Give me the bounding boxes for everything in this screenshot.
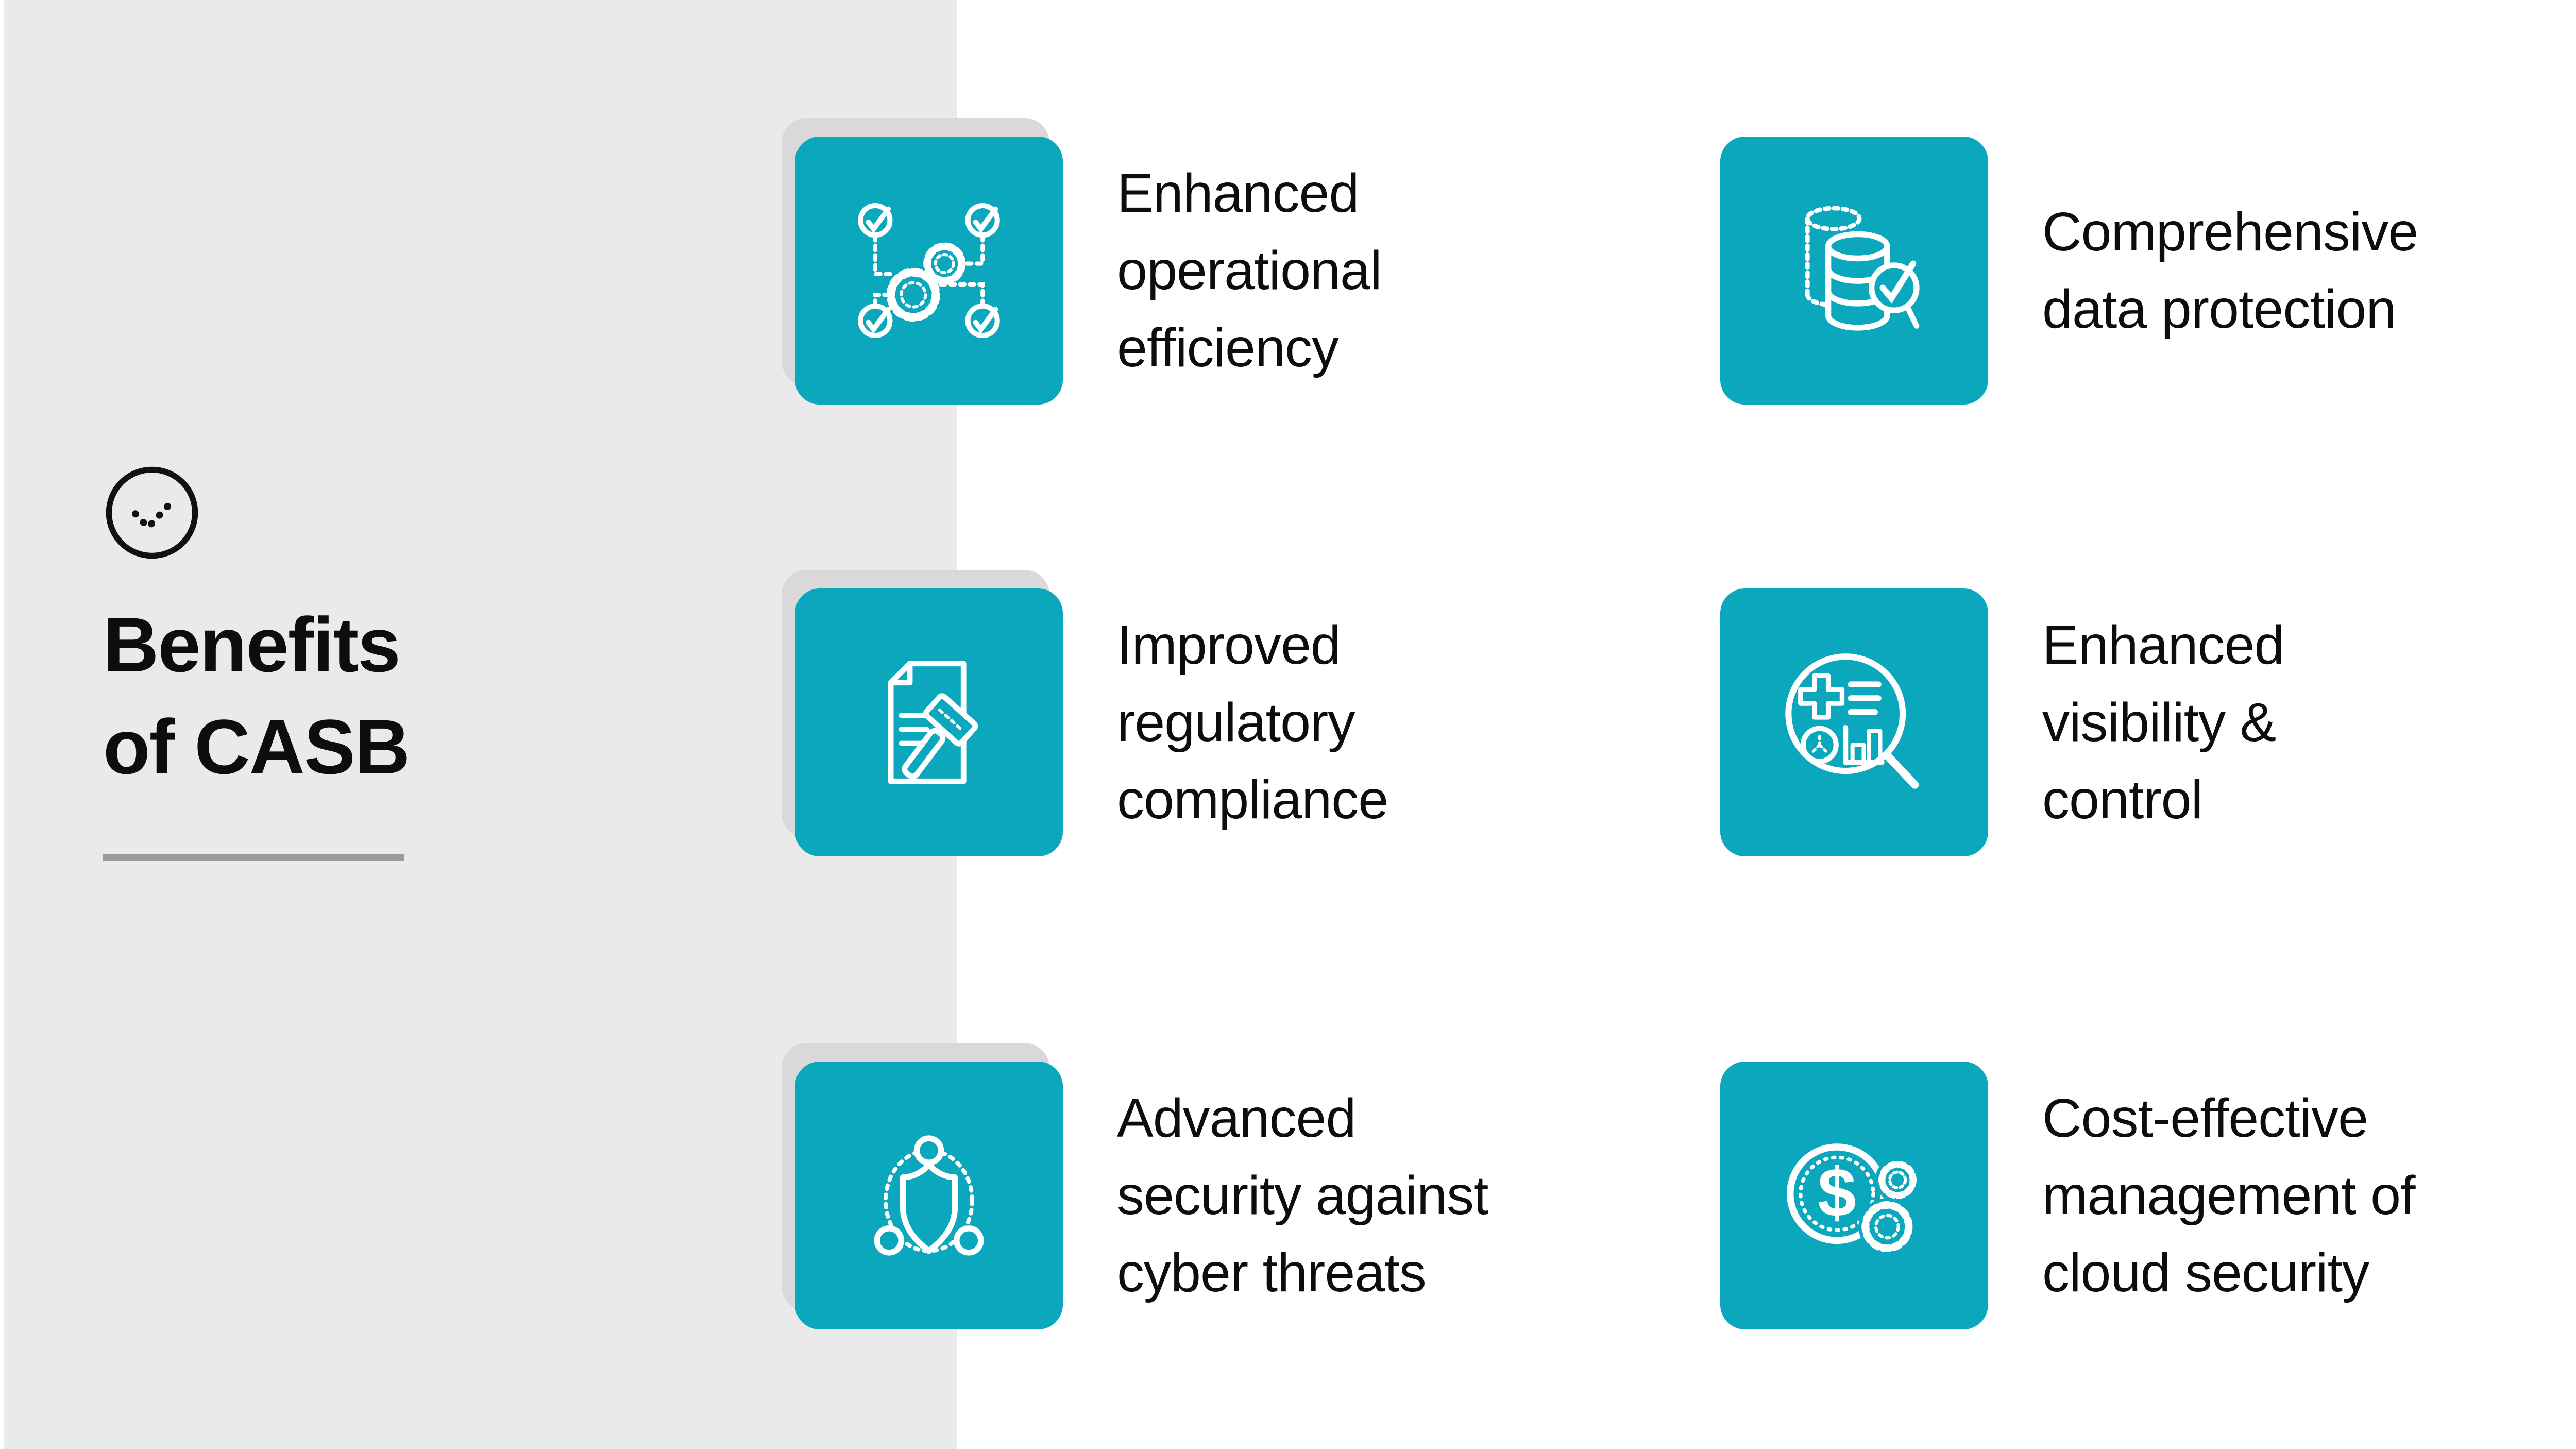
title-divider — [103, 854, 404, 861]
benefit-tile — [795, 137, 1063, 405]
benefit-tile — [1720, 588, 1988, 856]
benefit-card-regulatory-compliance: Improved regulatory compliance — [795, 588, 1388, 856]
document-gavel-icon — [888, 661, 978, 784]
benefit-label: Cost-effective management of cloud secur… — [2042, 1088, 2416, 1303]
benefit-label: Enhanced visibility & control — [2042, 615, 2284, 830]
database-check-icon — [1805, 206, 1920, 331]
benefit-card-visibility-control: Enhanced visibility & control — [1720, 588, 2284, 856]
benefit-label: Enhanced operational efficiency — [1117, 163, 1382, 378]
magnifier-insights-icon — [1785, 653, 1919, 789]
shield-network-icon — [874, 1135, 984, 1256]
benefit-tile — [795, 1062, 1063, 1329]
benefit-label: Improved regulatory compliance — [1117, 615, 1388, 830]
benefit-card-cost-effective: $ Cost-effective management of cloud sec… — [1720, 1062, 2416, 1329]
benefit-label: Comprehensive data protection — [2042, 201, 2418, 340]
dollar-gears-icon: $ — [1786, 1143, 1920, 1255]
header: Benefits of CASB — [103, 464, 876, 798]
benefit-card-advanced-security: Advanced security against cyber threats — [795, 1062, 1488, 1329]
check-circle-icon — [106, 466, 198, 559]
benefit-tile — [1720, 137, 1988, 405]
benefit-card-data-protection: Comprehensive data protection — [1720, 137, 2418, 405]
benefit-tile: $ — [1720, 1062, 1988, 1329]
benefit-label: Advanced security against cyber threats — [1117, 1088, 1488, 1303]
svg-text:$: $ — [1818, 1154, 1856, 1231]
efficiency-gears-icon — [858, 203, 1000, 339]
benefit-card-operational-efficiency: Enhanced operational efficiency — [795, 137, 1382, 405]
page-title: Benefits of CASB — [103, 601, 410, 790]
benefit-tile — [795, 588, 1063, 856]
